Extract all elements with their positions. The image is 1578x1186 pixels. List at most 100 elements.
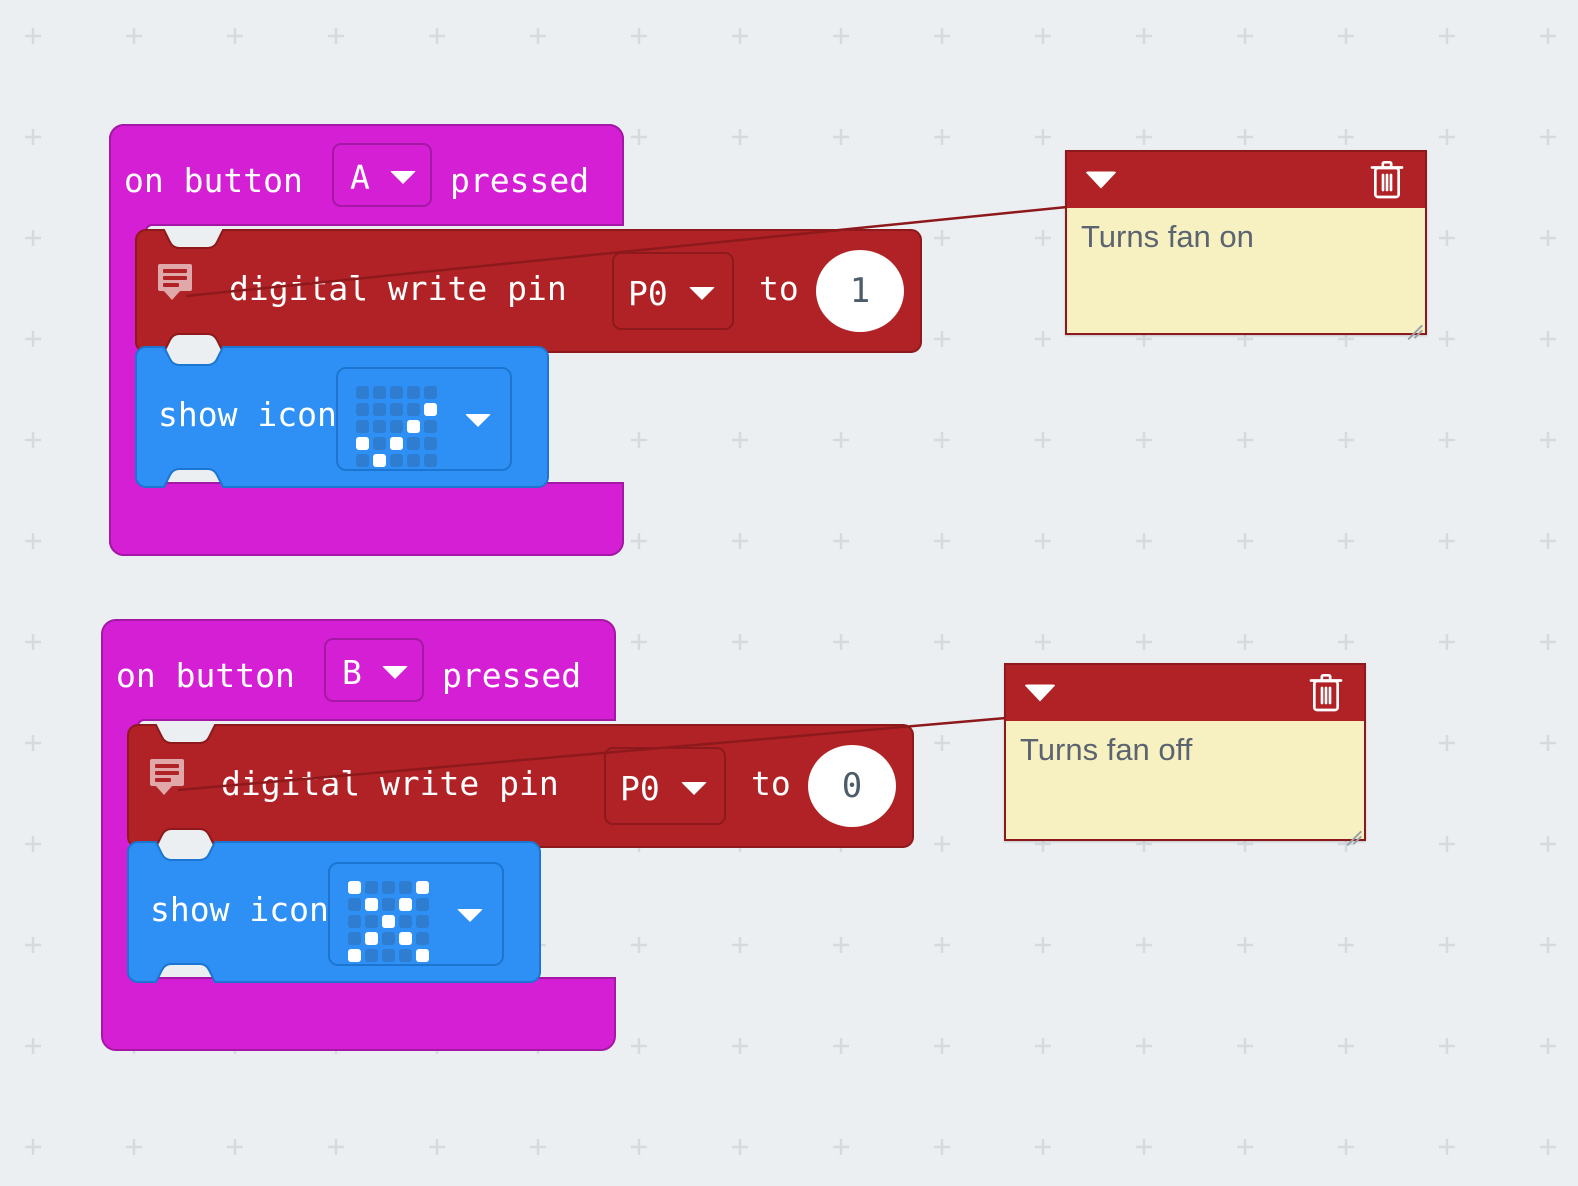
led-cell-2-3 — [407, 420, 420, 433]
show-icon-label: show icon — [158, 395, 337, 434]
led-cell-2-2 — [382, 915, 395, 928]
comment-turns-fan-off[interactable]: Turns fan off — [1004, 663, 1366, 847]
led-cell-2-1 — [365, 915, 378, 928]
event-block-content: on button B pressed — [92, 620, 922, 1050]
led-matrix-dropdown[interactable] — [336, 367, 512, 471]
basic-block-shape — [127, 841, 541, 983]
button-select-value: A — [350, 158, 370, 197]
led-cell-1-2 — [382, 898, 395, 911]
pin-select-value: P0 — [628, 274, 668, 313]
comment-bubble-icon[interactable] — [150, 759, 184, 795]
led-cell-2-0 — [356, 420, 369, 433]
led-cell-4-3 — [399, 949, 412, 962]
led-cell-0-2 — [382, 881, 395, 894]
led-cell-4-4 — [416, 949, 429, 962]
led-cell-4-2 — [382, 949, 395, 962]
triangle-down-icon[interactable] — [1024, 684, 1056, 702]
led-cell-0-4 — [424, 386, 437, 399]
led-cell-1-0 — [348, 898, 361, 911]
comment-body[interactable]: Turns fan on — [1067, 208, 1425, 341]
led-cell-1-2 — [390, 403, 403, 416]
led-cell-1-1 — [365, 898, 378, 911]
comment-body[interactable]: Turns fan off — [1006, 721, 1364, 847]
chevron-down-icon[interactable] — [689, 287, 715, 300]
event-block-content: on button A pressed — [100, 125, 930, 555]
digital-write-pin-label: digital write pin — [229, 269, 567, 308]
led-matrix-grid-a — [356, 386, 437, 467]
led-cell-2-4 — [424, 420, 437, 433]
digital-write-pin-block[interactable]: digital write pin P0 to 1 — [135, 229, 922, 353]
led-cell-1-0 — [356, 403, 369, 416]
led-cell-1-1 — [373, 403, 386, 416]
show-icon-block[interactable]: show icon — [135, 346, 549, 488]
led-cell-2-3 — [399, 915, 412, 928]
pin-select-dropdown[interactable]: P0 — [604, 747, 726, 825]
resize-handle-icon[interactable] — [1342, 817, 1362, 847]
on-button-suffix-label: pressed — [450, 161, 590, 200]
comment-header[interactable] — [1006, 665, 1364, 721]
chevron-down-icon[interactable] — [681, 782, 707, 795]
on-button-suffix-label: pressed — [442, 656, 582, 695]
chevron-down-icon[interactable] — [465, 414, 491, 427]
value-number-text: 1 — [849, 271, 871, 311]
led-cell-4-2 — [390, 454, 403, 467]
led-cell-1-3 — [399, 898, 412, 911]
led-matrix-dropdown[interactable] — [328, 862, 504, 966]
led-cell-3-3 — [399, 932, 412, 945]
value-number-input[interactable]: 1 — [816, 250, 904, 332]
basic-block-shape — [135, 346, 549, 488]
comment-bubble-icon[interactable] — [158, 264, 192, 300]
comment-turns-fan-on[interactable]: Turns fan on — [1065, 150, 1427, 341]
chevron-down-icon[interactable] — [390, 171, 416, 184]
digital-write-pin-label: digital write pin — [221, 764, 559, 803]
comment-text[interactable]: Turns fan off — [1020, 732, 1193, 767]
on-button-prefix-label: on button — [124, 161, 303, 200]
chevron-down-icon[interactable] — [457, 909, 483, 922]
script-on-button-a[interactable]: on button A pressed digital write pin — [100, 124, 930, 556]
led-cell-4-4 — [424, 454, 437, 467]
script-on-button-b[interactable]: on button B pressed digital write pin P0 — [92, 619, 922, 1051]
comment-header[interactable] — [1067, 152, 1425, 208]
led-cell-0-2 — [390, 386, 403, 399]
led-cell-4-0 — [356, 454, 369, 467]
to-label: to — [751, 764, 791, 803]
resize-handle-icon[interactable] — [1403, 311, 1423, 341]
digital-write-pin-block[interactable]: digital write pin P0 to 0 — [127, 724, 914, 848]
button-select-value: B — [342, 653, 362, 692]
led-cell-0-1 — [365, 881, 378, 894]
comment-text[interactable]: Turns fan on — [1081, 219, 1254, 254]
button-select-dropdown[interactable]: B — [324, 638, 424, 702]
led-cell-1-4 — [424, 403, 437, 416]
pin-select-dropdown[interactable]: P0 — [612, 252, 734, 330]
button-select-dropdown[interactable]: A — [332, 143, 432, 207]
led-cell-3-4 — [416, 932, 429, 945]
led-cell-2-1 — [373, 420, 386, 433]
led-cell-0-4 — [416, 881, 429, 894]
led-cell-2-4 — [416, 915, 429, 928]
led-cell-4-1 — [365, 949, 378, 962]
led-cell-2-2 — [390, 420, 403, 433]
show-icon-label: show icon — [150, 890, 329, 929]
led-cell-3-1 — [365, 932, 378, 945]
led-cell-0-1 — [373, 386, 386, 399]
on-button-prefix-label: on button — [116, 656, 295, 695]
led-cell-3-3 — [407, 437, 420, 450]
trash-icon[interactable] — [1367, 158, 1407, 202]
led-matrix-grid-b — [348, 881, 429, 962]
led-cell-3-4 — [424, 437, 437, 450]
pin-select-value: P0 — [620, 769, 660, 808]
led-cell-3-2 — [390, 437, 403, 450]
trash-icon[interactable] — [1306, 671, 1346, 715]
led-cell-2-0 — [348, 915, 361, 928]
triangle-down-icon[interactable] — [1085, 171, 1117, 189]
led-cell-0-3 — [399, 881, 412, 894]
led-cell-4-3 — [407, 454, 420, 467]
led-cell-3-0 — [356, 437, 369, 450]
chevron-down-icon[interactable] — [382, 666, 408, 679]
show-icon-block[interactable]: show icon — [127, 841, 541, 983]
led-cell-1-4 — [416, 898, 429, 911]
value-number-input[interactable]: 0 — [808, 745, 896, 827]
led-cell-0-0 — [356, 386, 369, 399]
led-cell-4-0 — [348, 949, 361, 962]
